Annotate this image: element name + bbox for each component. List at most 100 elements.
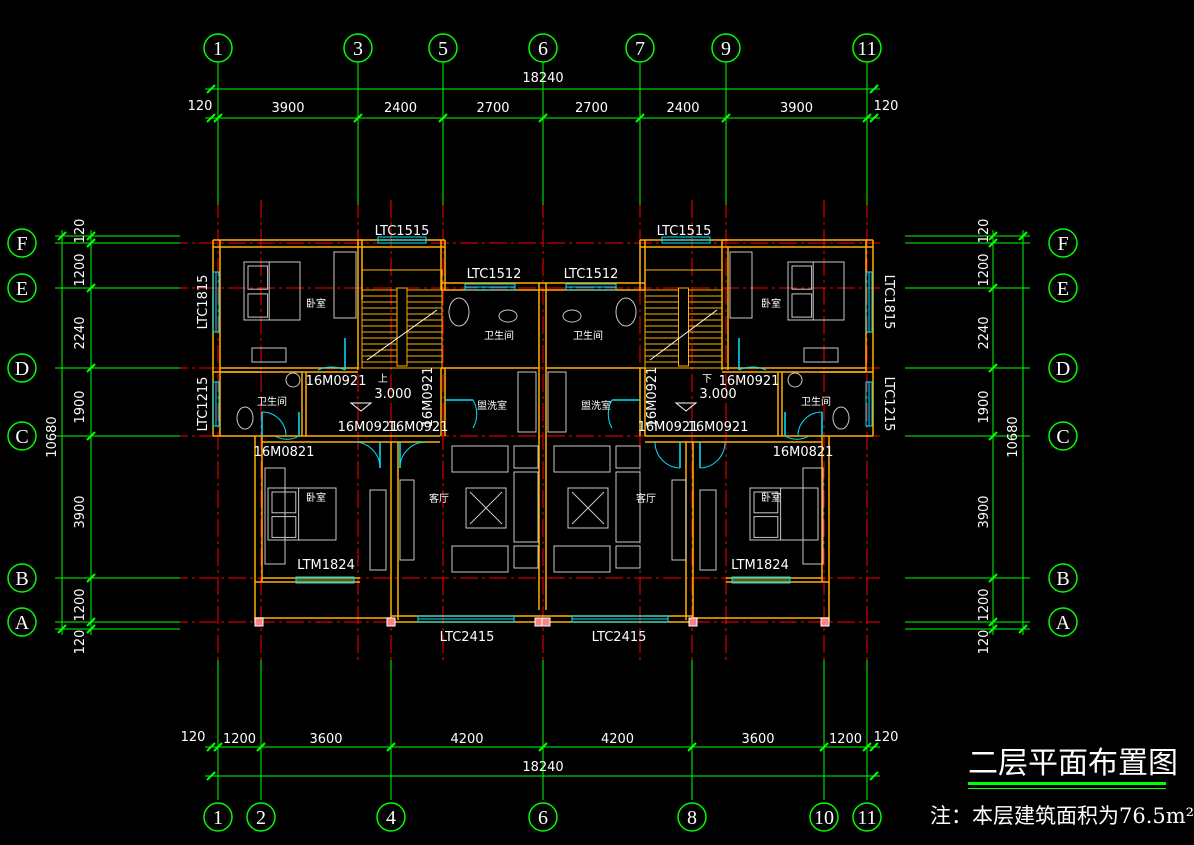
sofa xyxy=(553,545,611,573)
axis-bubble-label: 6 xyxy=(538,807,548,829)
dim-tick xyxy=(86,617,96,627)
toilet xyxy=(236,406,254,430)
axis-bubble-circle xyxy=(528,33,558,63)
dim-bottom-segment: 4200 xyxy=(450,732,483,747)
dim-tick xyxy=(86,283,96,293)
axis-bubble-circle xyxy=(528,802,558,832)
door-label: 16M0821 xyxy=(773,445,834,460)
dim-tick xyxy=(988,283,998,293)
dim-bottom-offset-right: 120 xyxy=(874,730,899,745)
dim-bottom-segment: 3600 xyxy=(309,732,342,747)
dim-tick xyxy=(862,742,872,752)
column-marker xyxy=(386,617,396,627)
axis-bubble-circle xyxy=(246,802,276,832)
bed-pillow xyxy=(247,293,269,318)
washbasin xyxy=(615,297,637,327)
cabinet xyxy=(369,489,387,571)
dim-side-segment: 1200 xyxy=(977,253,992,286)
stair-well xyxy=(361,269,443,369)
axis-bubble-circle xyxy=(1048,607,1078,637)
dim-side-segment: 120 xyxy=(977,630,992,655)
toilet xyxy=(832,406,850,430)
dim-bottom-segment: 1200 xyxy=(829,732,862,747)
sofa-side xyxy=(615,471,641,543)
axis-bubble-label: C xyxy=(1056,426,1069,448)
dim-tick xyxy=(213,113,223,123)
door-swing-arc xyxy=(261,411,287,437)
side-table xyxy=(513,445,539,469)
room-label: 卧室 xyxy=(306,297,326,310)
dim-tick xyxy=(862,113,872,123)
axis-bubble-circle xyxy=(711,33,741,63)
axis-bubble-circle xyxy=(7,607,37,637)
room-label: 卧室 xyxy=(306,491,326,504)
laundry-counter xyxy=(547,371,567,433)
axis-bubble-label: F xyxy=(16,233,27,255)
elevation-marker xyxy=(349,402,373,412)
door-swing-arc xyxy=(607,399,613,429)
stair-break-line xyxy=(649,309,718,361)
axis-bubble-circle xyxy=(7,353,37,383)
sofa xyxy=(451,545,509,573)
dim-top-segment: 3900 xyxy=(271,101,304,116)
dim-tick xyxy=(206,742,216,752)
dim-tick xyxy=(386,742,396,752)
dim-tick xyxy=(721,113,731,123)
axis-bubble-label: D xyxy=(1056,358,1070,380)
axis-bubble-label: 11 xyxy=(857,807,876,829)
dim-top-segment: 2700 xyxy=(575,101,608,116)
dim-tick xyxy=(988,617,998,627)
floor-drain xyxy=(285,372,301,388)
axis-bubble-circle xyxy=(1048,421,1078,451)
dim-tick xyxy=(86,363,96,373)
room-label: 卫生间 xyxy=(484,329,514,342)
dim-bottom-segment: 4200 xyxy=(601,732,634,747)
dim-top-segment: 2400 xyxy=(384,101,417,116)
door-swing-arc xyxy=(274,435,300,440)
side-table xyxy=(513,545,539,569)
bed-pillow xyxy=(753,491,779,514)
axis-bubble-label: A xyxy=(1056,612,1071,634)
dim-bottom-segment: 1200 xyxy=(223,732,256,747)
window-label: LTC1515 xyxy=(657,224,712,239)
bed xyxy=(787,261,845,321)
dim-tick xyxy=(86,624,96,634)
axis-bubble-circle xyxy=(852,802,882,832)
axis-bubble-label: 2 xyxy=(256,807,266,829)
door-swing-arc xyxy=(472,399,478,429)
title-underline xyxy=(968,782,1166,785)
doors xyxy=(261,338,823,469)
door-label: 16M0921 xyxy=(306,374,367,389)
axis-bubble-circle xyxy=(1048,563,1078,593)
axis-bubble-label: 6 xyxy=(538,38,548,60)
room-label: 盥洗室 xyxy=(581,399,611,412)
axis-bubble-label: B xyxy=(1056,568,1069,590)
door-label: 16M0921 xyxy=(388,420,449,435)
axis-bubble-label: D xyxy=(15,358,29,380)
axis-bubble-label: 5 xyxy=(438,38,448,60)
window-label: LTC1515 xyxy=(375,224,430,239)
window-label: LTC1815 xyxy=(881,275,896,330)
axis-bubble-label: 3 xyxy=(353,38,363,60)
dim-top-segment: 2400 xyxy=(666,101,699,116)
drawing-title: 二层平面布置图 xyxy=(968,746,1178,781)
desk xyxy=(251,347,287,363)
door-label: LTM1824 xyxy=(297,558,355,573)
axis-bubble-label: E xyxy=(1057,278,1069,300)
column-marker xyxy=(254,617,264,627)
axis-bubble-label: 11 xyxy=(857,38,876,60)
room-label: 客厅 xyxy=(429,492,449,505)
door-label: 16M0921 xyxy=(421,367,436,428)
dim-tick xyxy=(988,624,998,634)
dim-side-total: 10680 xyxy=(45,416,60,457)
axis-bubble-circle xyxy=(7,421,37,451)
sofa-side xyxy=(513,471,539,543)
bed-pillow xyxy=(791,293,813,318)
room-label: 卧室 xyxy=(761,297,781,310)
window-label: LTC2415 xyxy=(592,630,647,645)
wardrobe xyxy=(802,467,824,565)
dim-top-offset-left: 120 xyxy=(188,99,213,114)
window-label: LTC1215 xyxy=(196,377,211,432)
bed xyxy=(267,487,337,541)
dim-tick xyxy=(869,113,879,123)
